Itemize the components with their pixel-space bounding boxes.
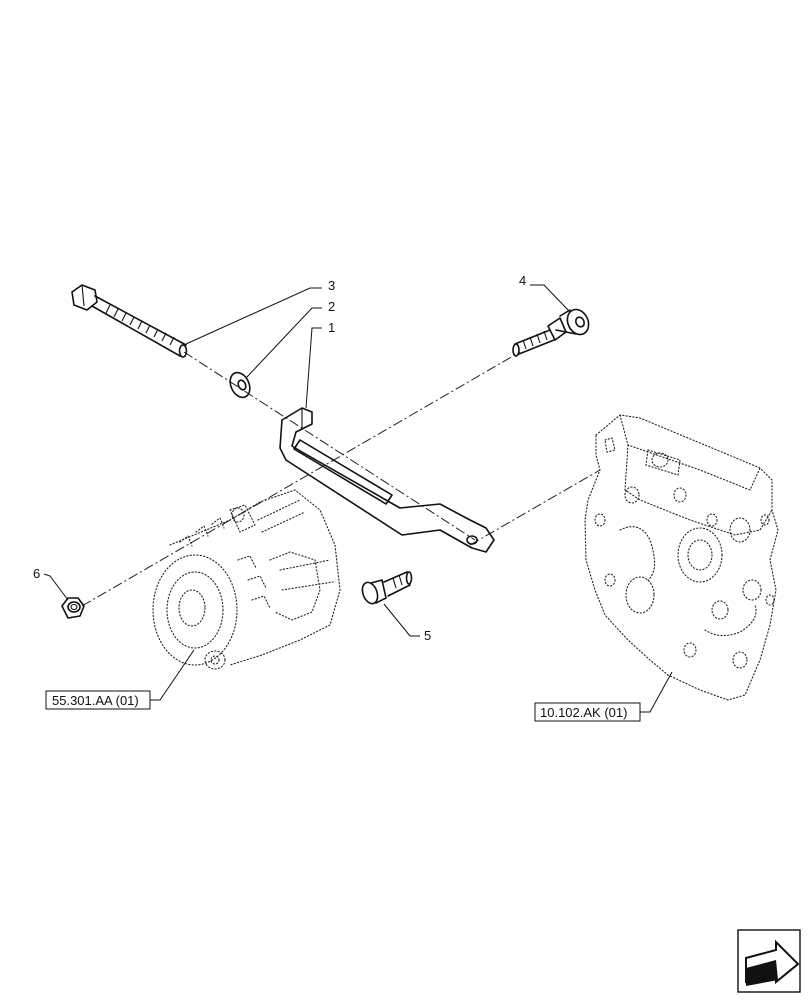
reference-timing-cover-label: 10.102.AK (01): [540, 705, 627, 720]
leader-alternator-ref: [150, 649, 195, 701]
eye-bolt-part-4[interactable]: [512, 306, 593, 357]
washer-part-2[interactable]: [226, 369, 253, 400]
centerline-bolt-3: [183, 351, 476, 541]
leader-cover-ref: [640, 671, 673, 713]
next-page-arrow-icon[interactable]: [737, 929, 801, 993]
nut-part-6[interactable]: [61, 597, 85, 619]
flange-bolt-part-5[interactable]: [360, 571, 413, 606]
reference-alternator-label: 55.301.AA (01): [52, 693, 139, 708]
reference-timing-cover[interactable]: 10.102.AK (01): [534, 702, 641, 722]
leader-1: [305, 327, 322, 409]
timing-cover-reference: [584, 414, 779, 701]
leader-4: [530, 284, 571, 313]
callout-4: 4: [519, 273, 526, 288]
centerline-cover: [469, 469, 601, 546]
callout-6: 6: [33, 566, 40, 581]
callout-1: 1: [328, 320, 335, 335]
leader-2: [245, 307, 322, 379]
alternator-reference: [152, 489, 341, 670]
callout-2: 2: [328, 299, 335, 314]
bracket-part-1[interactable]: [279, 407, 495, 553]
leader-5: [383, 603, 420, 637]
callout-3: 3: [328, 278, 335, 293]
centerline-bolt-4: [81, 351, 521, 607]
callout-5: 5: [424, 628, 431, 643]
long-bolt-part-3[interactable]: [71, 284, 188, 358]
leader-3: [185, 287, 322, 345]
reference-alternator[interactable]: 55.301.AA (01): [45, 690, 151, 710]
leader-6: [43, 573, 69, 601]
